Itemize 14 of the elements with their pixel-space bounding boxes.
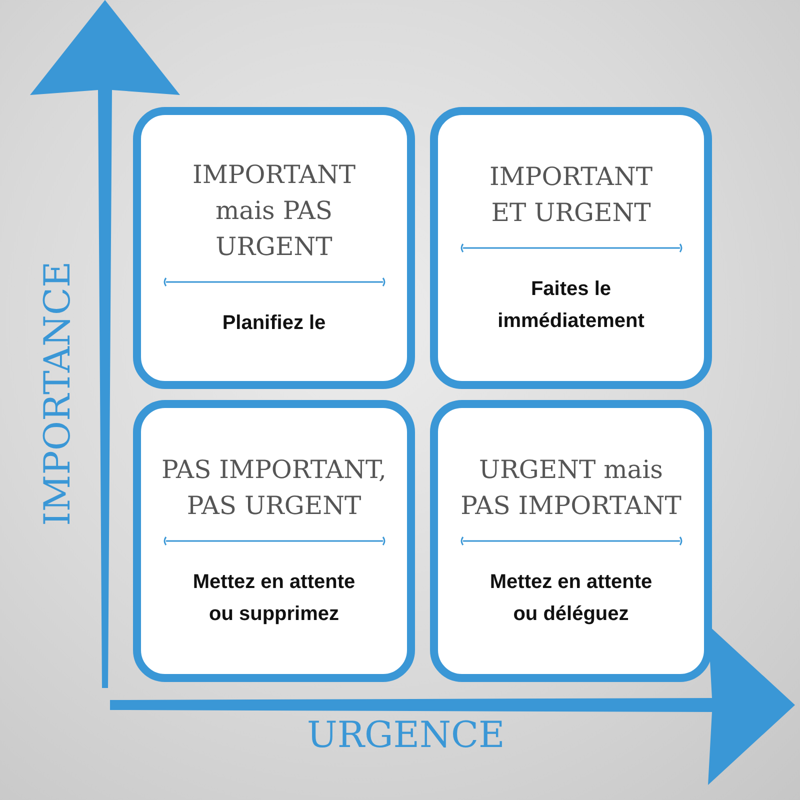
action-text: Planifiez le	[221, 311, 327, 336]
quadrant-title: PAS IMPORTANT, PAS URGENT	[160, 454, 388, 522]
quadrant-card	[430, 107, 712, 389]
quadrant-title: IMPORTANT ET URGENT	[488, 160, 654, 229]
action-text: Faites le immédiatement	[496, 277, 646, 334]
quadrant-card	[133, 400, 415, 682]
quadrant-card	[133, 107, 415, 389]
action-text: Mettez en attente ou supprimez	[192, 570, 356, 628]
axis-label: IMPORTANCE	[38, 260, 78, 528]
quadrant-title: IMPORTANT mais PAS URGENT	[191, 158, 357, 264]
quadrant-card	[430, 400, 712, 682]
action-text: Mettez en attente ou déléguez	[488, 570, 654, 628]
axis-label: URGENCE	[307, 715, 505, 756]
quadrant-title: URGENT mais PAS IMPORTANT	[460, 454, 682, 522]
